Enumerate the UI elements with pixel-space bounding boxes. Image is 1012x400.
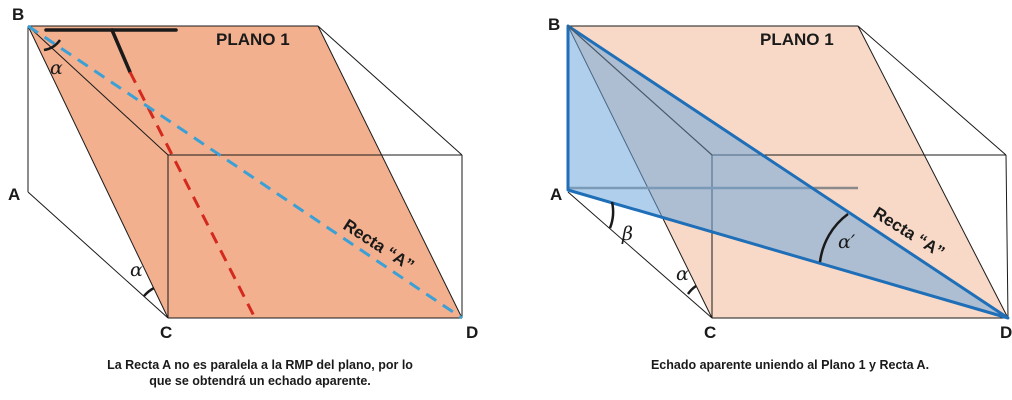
left-figure: B A C D PLANO 1 α α Recta “A” (8, 5, 478, 342)
right-angle-arc-alpha (686, 284, 697, 295)
right-caption: Echado aparente uniendo al Plano 1 y Rec… (580, 357, 1000, 373)
left-angle-alpha-bottom: α (130, 259, 143, 281)
left-point-d: D (466, 323, 478, 342)
left-plane-label: PLANO 1 (216, 30, 290, 49)
left-point-b: B (12, 5, 24, 24)
right-angle-alpha: α (676, 263, 689, 285)
right-angle-arc-beta (608, 201, 615, 229)
right-point-d: D (1000, 323, 1012, 342)
right-figure: B A C D PLANO 1 β α α′ Recta “A” (548, 15, 1012, 342)
left-angle-arc-top (43, 39, 62, 52)
right-angle-arc-alpha-prime (818, 212, 849, 263)
right-point-a: A (550, 185, 562, 204)
right-angle-alpha-prime: α′ (838, 231, 856, 253)
right-caption-line: Echado aparente uniendo al Plano 1 y Rec… (650, 358, 930, 372)
left-recta-a-dashed (27, 24, 463, 320)
left-angle-arc-bottom (143, 286, 155, 297)
left-caption-line-2: que se obtendrá un echado aparente. (149, 374, 371, 388)
left-angle-alpha-top: α (50, 57, 63, 79)
left-point-a: A (8, 185, 20, 204)
right-apparent-dip-triangle (566, 24, 1010, 320)
left-caption-line-1: La Recta A no es paralela a la RMP del p… (107, 358, 413, 372)
right-plane-label: PLANO 1 (760, 30, 834, 49)
left-dashed-red-line (128, 71, 258, 321)
right-angle-beta: β (621, 223, 633, 245)
right-point-c: C (704, 323, 716, 342)
left-point-c: C (160, 323, 172, 342)
strike-dip-symbol (44, 28, 178, 74)
right-point-b: B (548, 15, 560, 34)
right-shadow-line (567, 25, 713, 156)
left-caption: La Recta A no es paralela a la RMP del p… (40, 357, 480, 389)
